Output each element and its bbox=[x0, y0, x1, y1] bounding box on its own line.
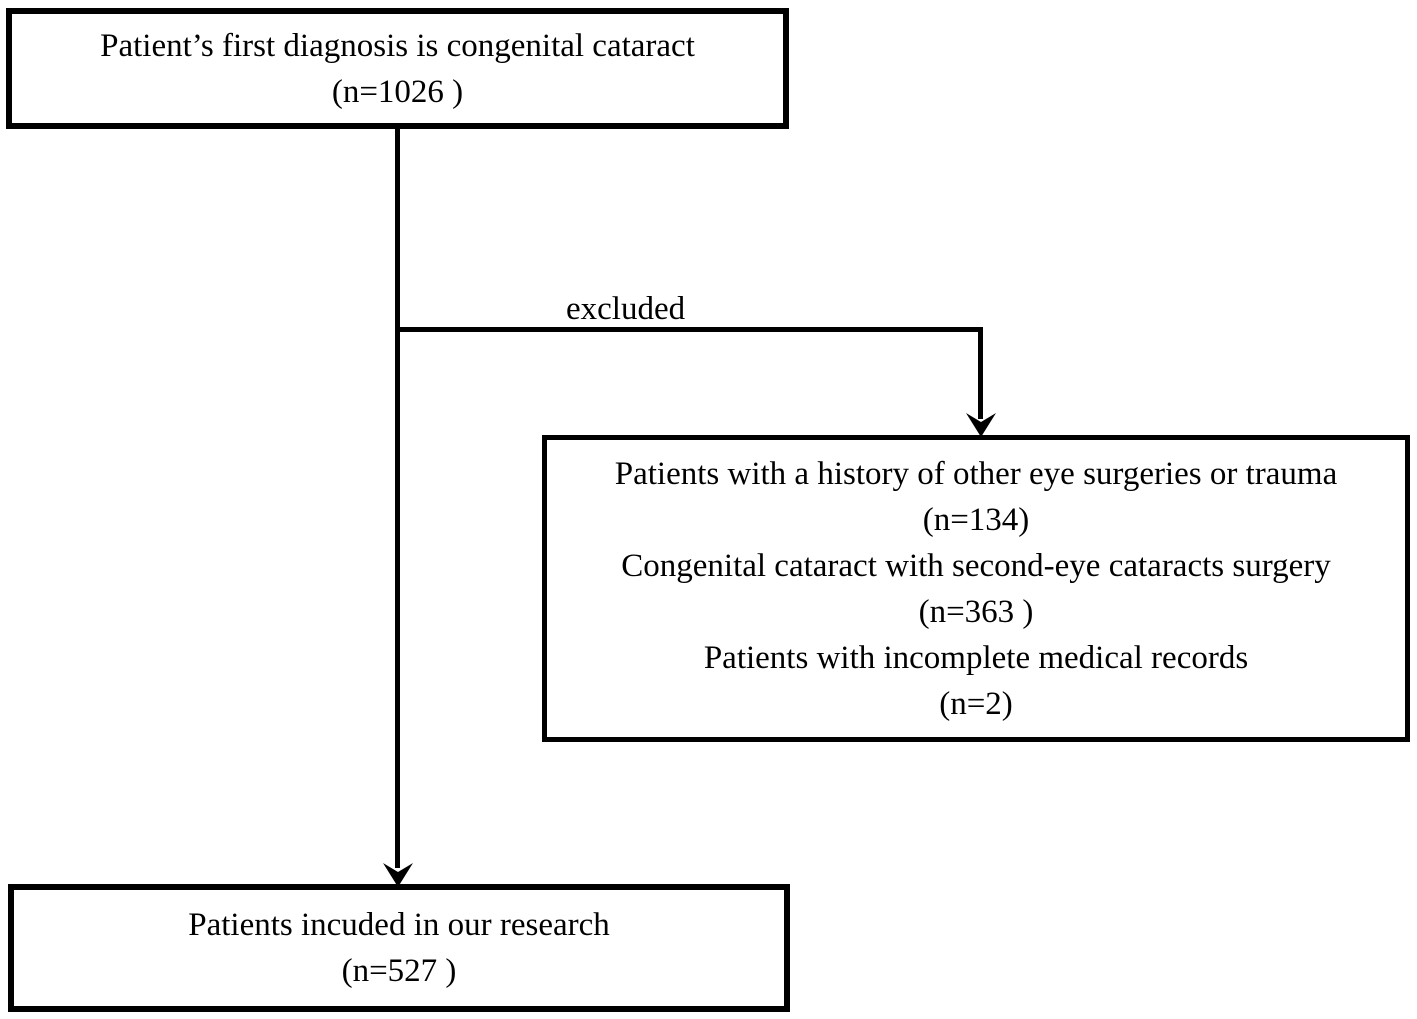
excluded-reason-text: Patients with a history of other eye sur… bbox=[614, 455, 1338, 492]
edge-label-excluded: excluded bbox=[566, 291, 686, 327]
node-initial-count: (n=1026 ) bbox=[331, 73, 464, 110]
node-initial-text: Patient’s first diagnosis is congenital … bbox=[100, 27, 695, 64]
node-excluded-reasons: Patients with a history of other eye sur… bbox=[542, 435, 1410, 742]
excluded-reason-text: Congenital cataract with second-eye cata… bbox=[621, 547, 1331, 584]
node-included-patients: Patients incuded in our research (n=527 … bbox=[8, 884, 790, 1012]
node-initial-diagnosis: Patient’s first diagnosis is congenital … bbox=[6, 8, 789, 129]
arrow-down-icon bbox=[966, 413, 996, 437]
node-included-text: Patients incuded in our research bbox=[188, 907, 610, 943]
excluded-reason-text: Patients with incomplete medical records bbox=[703, 639, 1249, 676]
excluded-reason-count: (n=2) bbox=[939, 685, 1013, 722]
connector-branch-vertical bbox=[978, 327, 983, 419]
node-included-count: (n=527 ) bbox=[341, 953, 457, 989]
excluded-reason-count: (n=134) bbox=[922, 501, 1030, 538]
excluded-reason-count: (n=363 ) bbox=[918, 593, 1034, 630]
connector-branch-horizontal bbox=[395, 327, 983, 332]
arrow-down-icon bbox=[383, 863, 413, 887]
connector-main-vertical bbox=[395, 126, 400, 868]
